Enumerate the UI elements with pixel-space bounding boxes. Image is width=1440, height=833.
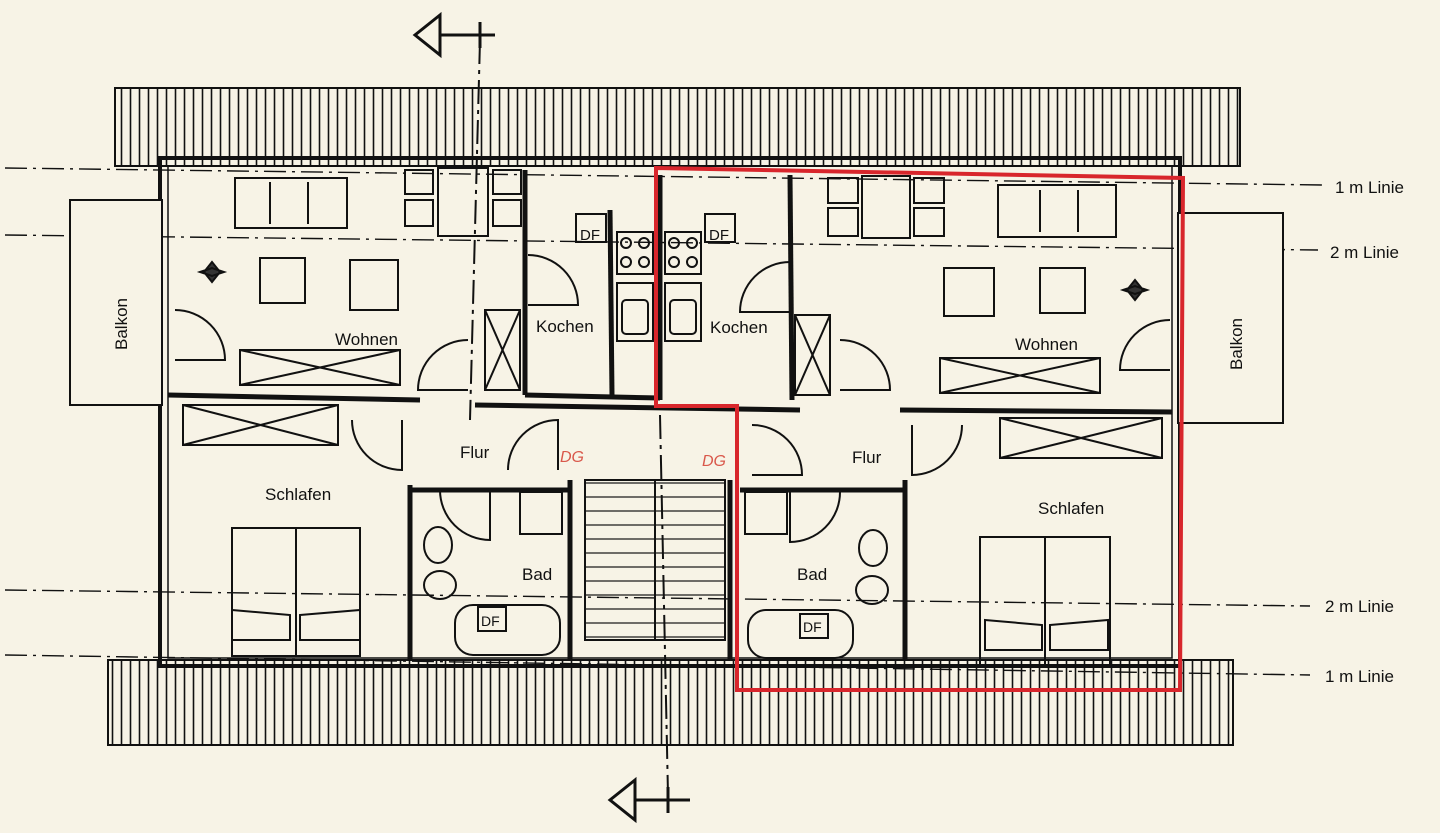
plant-icon [1119,278,1151,302]
stamp-left: DG [560,449,584,466]
balconies [69,199,1284,424]
room-label-kochen-left: Kochen [536,317,594,336]
furniture [182,167,1163,666]
balcony-right [1177,212,1284,424]
section-arrow-icon [607,776,690,824]
roof-eave-bottom [107,659,1234,746]
sofa-left [234,177,348,229]
df-boxes [477,213,829,639]
bathtub-right [747,609,854,659]
level-label-bottom-2m: 2 m Linie [1325,597,1394,616]
armchair [1039,267,1086,314]
highlighted-unit-outline [654,165,1186,692]
room-label-bad-left: Bad [522,565,552,584]
level-line-labels: 1 m Linie 2 m Linie 2 m Linie 1 m Linie [1325,178,1404,686]
section-arrow-icon [412,11,495,59]
armchair [349,259,399,311]
room-label-bad-right: Bad [797,565,827,584]
level-label-top-2m: 2 m Linie [1330,243,1399,262]
room-labels: Wohnen Kochen Schlafen Flur Bad DF DF Wo… [112,227,1246,635]
dining-table [861,175,911,239]
bathtub-left [454,604,561,656]
room-label-flur-right: Flur [852,448,882,467]
roof-eave-top [114,87,1241,167]
df-label-kitchen-left: DF [580,227,600,244]
staircase [584,479,726,641]
balcony-left [69,199,163,406]
level-label-top-1m: 1 m Linie [1335,178,1404,197]
sofa-right [997,184,1117,238]
section-axis [469,39,669,796]
balcony-label-left: Balkon [112,298,131,350]
dining-table [437,167,489,237]
room-label-wohnen-right: Wohnen [1015,335,1078,354]
armchair [943,267,995,317]
df-label-bath-right: DF [803,619,822,635]
room-label-flur-left: Flur [460,443,490,462]
room-label-schlafen-right: Schlafen [1038,499,1104,518]
df-label-kitchen-right: DF [709,227,729,244]
df-label-bath-left: DF [481,613,500,629]
room-label-kochen-right: Kochen [710,318,768,337]
stamp-right: DG [702,453,726,470]
door-swings [174,254,1171,544]
balcony-label-right: Balkon [1227,318,1246,370]
level-lines [4,167,1323,676]
level-label-bottom-1m: 1 m Linie [1325,667,1394,686]
room-label-schlafen-left: Schlafen [265,485,331,504]
room-label-wohnen-left: Wohnen [335,330,398,349]
armchair [259,257,306,304]
plant-icon [196,260,228,284]
interior-walls [167,170,1173,660]
dg-stamps: DG DG [560,449,726,470]
